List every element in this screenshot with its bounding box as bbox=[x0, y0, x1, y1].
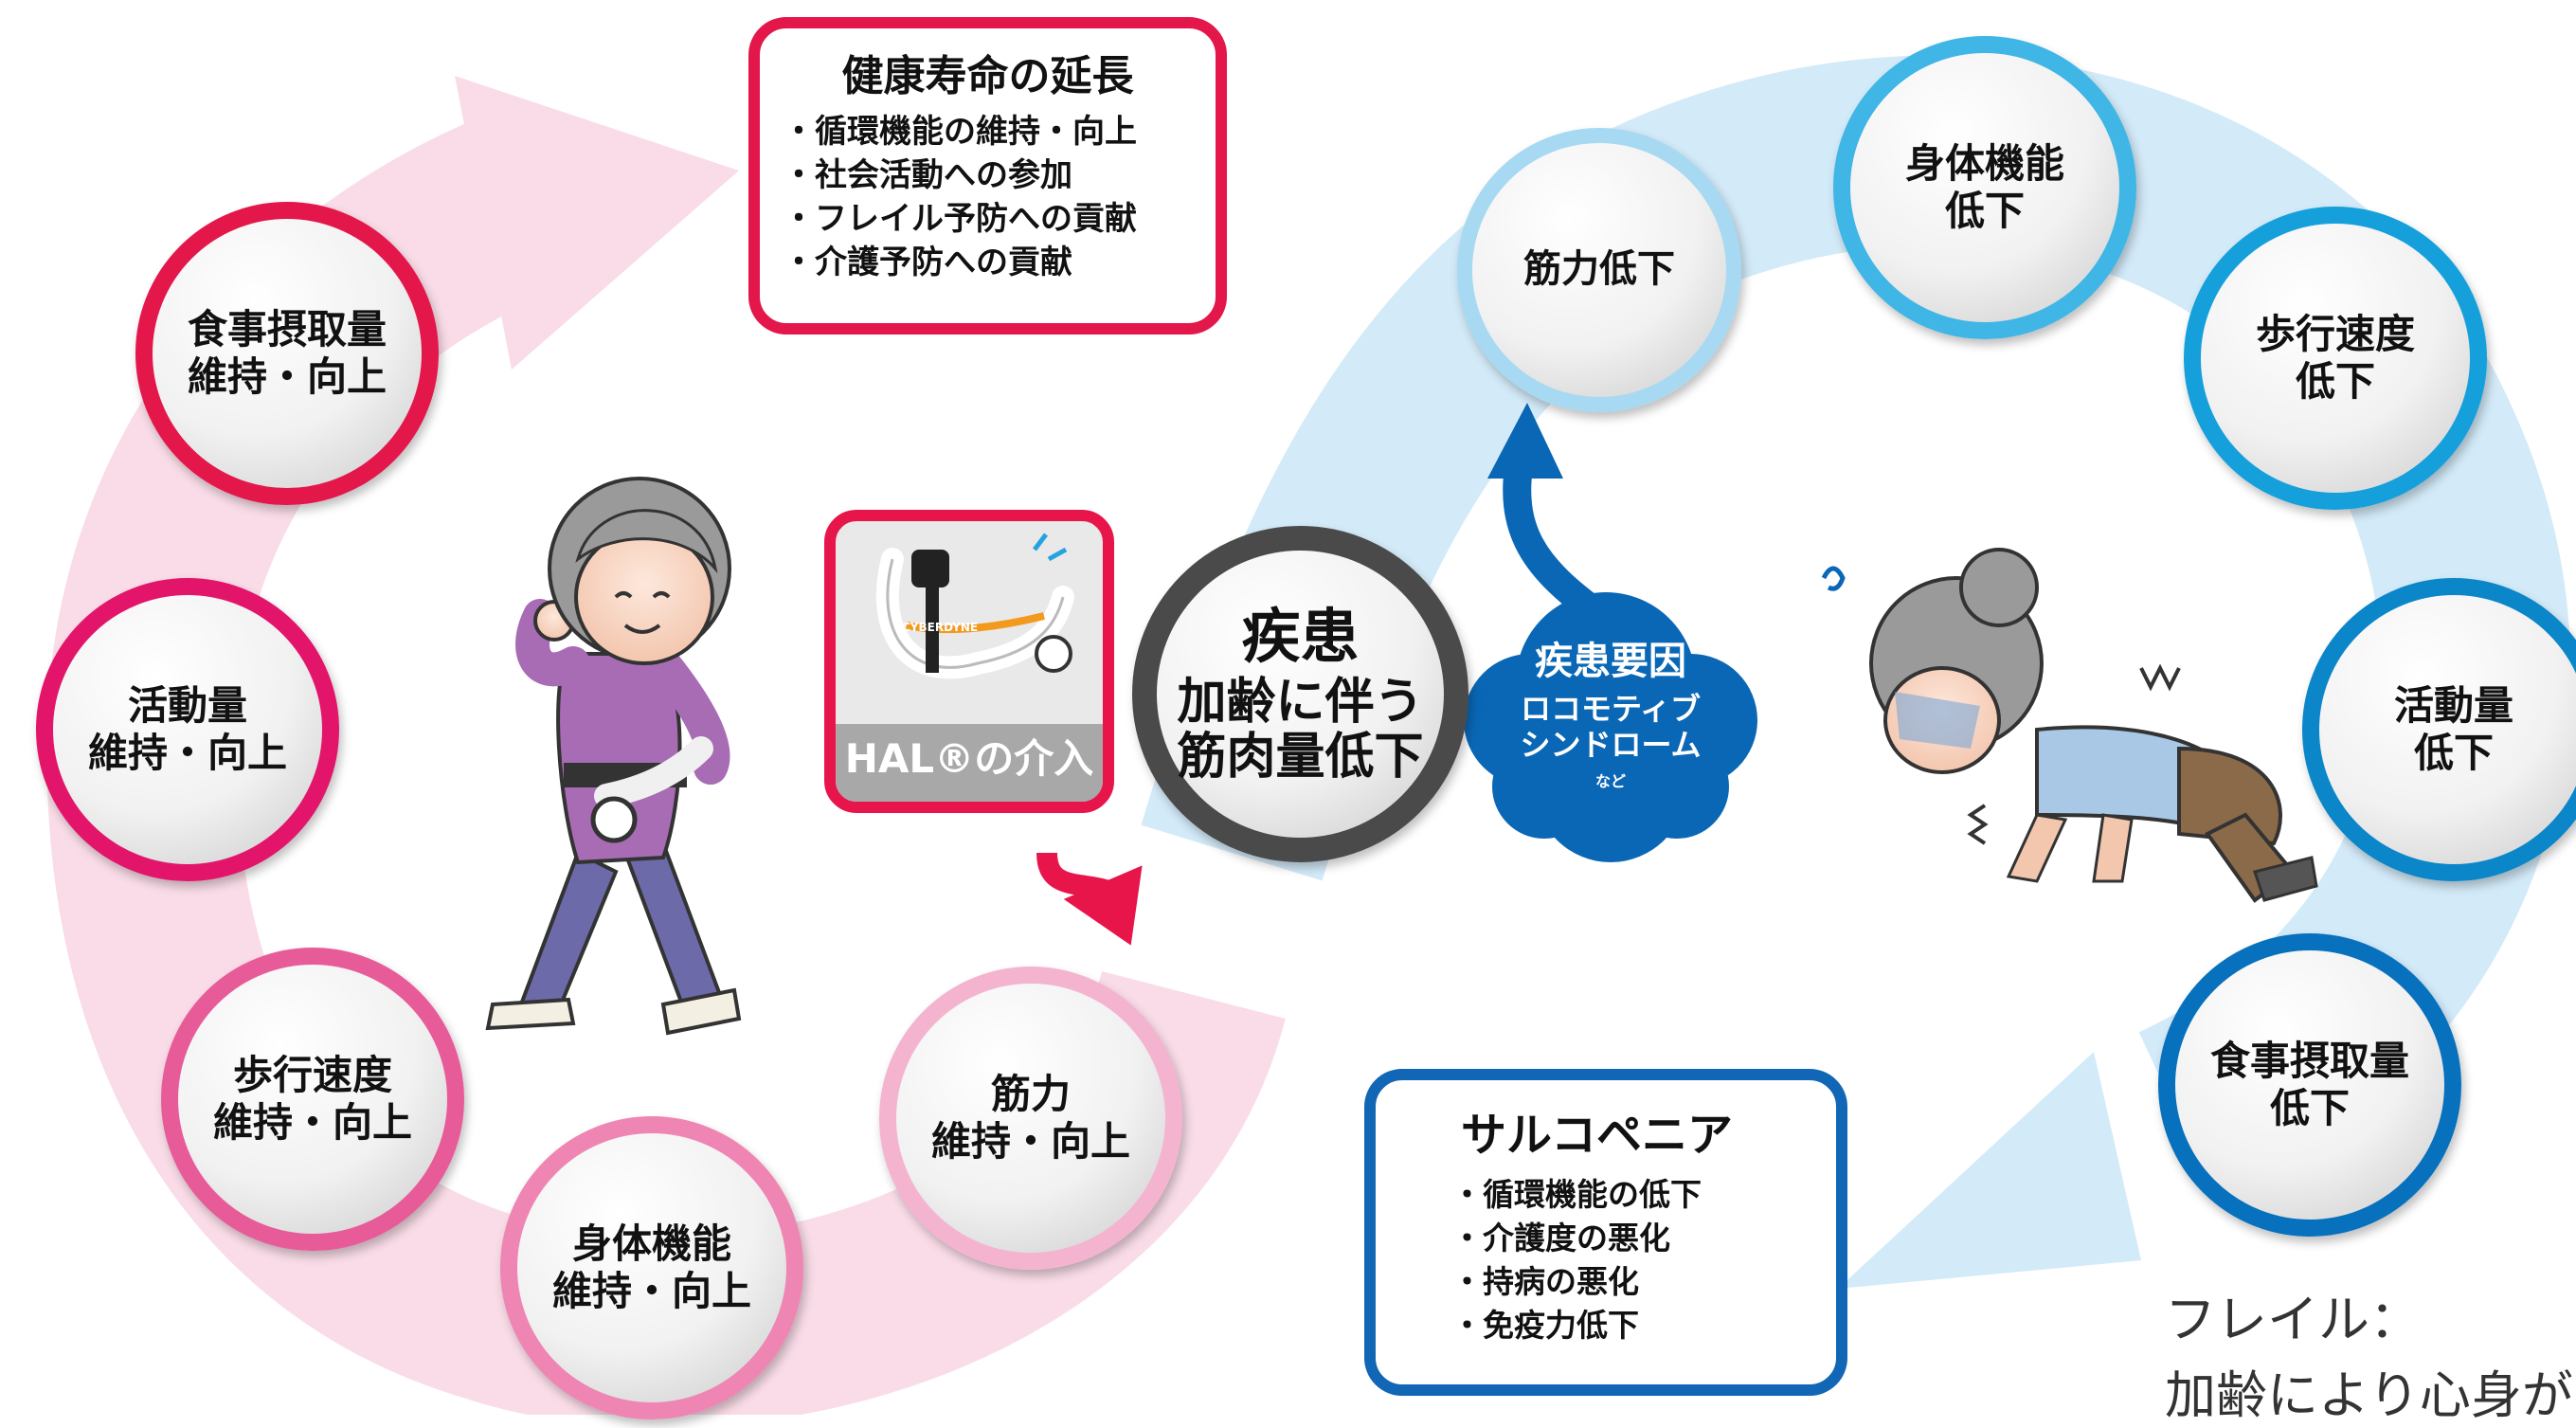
node-line: 維持・向上 bbox=[87, 730, 287, 776]
hal-intervention-card: CYBERDYNE HAL®の介入 bbox=[824, 510, 1114, 813]
health-box-list: 循環機能の維持・向上 社会活動への参加 フレイル予防への貢献 介護予防への貢献 bbox=[783, 110, 1216, 284]
health-box-title: 健康寿命の延長 bbox=[841, 52, 1134, 100]
center-line: 筋肉量低下 bbox=[1177, 729, 1424, 786]
negative-cycle-node-activity: 活動量 低下 bbox=[2302, 578, 2576, 881]
negative-cycle-node-muscle-decline: 筋力低下 bbox=[1457, 128, 1741, 412]
hal-brand: CYBERDYNE bbox=[902, 621, 978, 634]
hal-label: HAL®の介入 bbox=[844, 735, 1094, 782]
cloud-title: 疾患要因 bbox=[1535, 640, 1686, 683]
sarcopenia-box-item: 介護度の悪化 bbox=[1451, 1217, 1836, 1260]
positive-cycle-node-muscle-strength: 筋力 維持・向上 bbox=[879, 967, 1182, 1270]
health-box-item: 社会活動への参加 bbox=[783, 154, 1216, 197]
frail-note-heading: フレイル： bbox=[2165, 1290, 2421, 1349]
positive-cycle-node-physical-function: 身体機能 維持・向上 bbox=[500, 1116, 803, 1419]
negative-cycle-node-physical-function: 身体機能 低下 bbox=[1833, 36, 2136, 339]
hal-label-bar bbox=[836, 724, 1103, 802]
node-line: 低下 bbox=[2269, 1085, 2350, 1131]
disease-factor-cloud: 疾患要因 ロコモティブ シンドローム など bbox=[1497, 630, 1724, 791]
positive-cycle-node-walking-speed: 歩行速度 維持・向上 bbox=[161, 948, 464, 1251]
cloud-line: シンドローム bbox=[1520, 727, 1702, 763]
negative-cycle-node-food-intake: 食事摂取量 低下 bbox=[2158, 933, 2461, 1237]
hal-pointer-arrow bbox=[1036, 852, 1143, 946]
node-line: 筋力低下 bbox=[1523, 247, 1675, 292]
node-line: 歩行速度 bbox=[2255, 311, 2415, 358]
node-line: 活動量 bbox=[2393, 682, 2513, 730]
center-disease-circle: 疾患 加齢に伴う 筋肉量低下 bbox=[1132, 526, 1468, 862]
fatigued-elderly-woman-illustration bbox=[1821, 548, 2318, 903]
node-line: 食事摂取量 bbox=[187, 306, 387, 353]
node-line: 筋力 bbox=[990, 1071, 1071, 1118]
walking-elderly-woman-illustration bbox=[485, 477, 742, 1036]
sarcopenia-box-item: 持病の悪化 bbox=[1451, 1260, 1836, 1304]
sarcopenia-box-title: サルコペニア bbox=[1461, 1109, 1734, 1162]
node-line: 維持・向上 bbox=[930, 1118, 1130, 1165]
disease-cloud-shape bbox=[1464, 592, 1757, 862]
cloud-line: ロコモティブ bbox=[1520, 691, 1702, 727]
node-line: 維持・向上 bbox=[551, 1268, 751, 1314]
cloud-note: など bbox=[1594, 772, 1626, 790]
sarcopenia-box-item: 免疫力低下 bbox=[1451, 1304, 1836, 1347]
negative-cycle-node-walking-speed: 歩行速度 低下 bbox=[2184, 207, 2487, 510]
health-box-item: 循環機能の維持・向上 bbox=[783, 110, 1216, 154]
hal-device-illustration: CYBERDYNE bbox=[875, 533, 1074, 679]
node-line: 低下 bbox=[2413, 730, 2494, 776]
health-extension-box: 健康寿命の延長 循環機能の維持・向上 社会活動への参加 フレイル予防への貢献 介… bbox=[748, 17, 1227, 334]
sarcopenia-box-list: 循環機能の低下 介護度の悪化 持病の悪化 免疫力低下 bbox=[1451, 1173, 1836, 1347]
positive-cycle-node-activity: 活動量 維持・向上 bbox=[36, 578, 339, 881]
sarcopenia-box-item: 循環機能の低下 bbox=[1451, 1173, 1836, 1217]
health-box-item: 介護予防への貢献 bbox=[783, 241, 1216, 284]
center-title: 疾患 bbox=[1241, 601, 1360, 671]
node-line: 身体機能 bbox=[571, 1220, 731, 1268]
node-line: 歩行速度 bbox=[232, 1052, 392, 1099]
health-box-item: フレイル予防への貢献 bbox=[783, 197, 1216, 241]
positive-cycle-node-food-intake: 食事摂取量 維持・向上 bbox=[135, 202, 439, 505]
node-line: 身体機能 bbox=[1904, 140, 2064, 188]
node-line: 維持・向上 bbox=[187, 353, 387, 400]
node-line: 低下 bbox=[1944, 188, 2025, 234]
center-line: 加齢に伴う bbox=[1177, 673, 1424, 731]
node-line: 食事摂取量 bbox=[2209, 1038, 2409, 1085]
node-line: 低下 bbox=[2295, 358, 2375, 405]
node-line: 活動量 bbox=[127, 682, 247, 730]
frail-note-text: 加齢により心身が bbox=[2165, 1365, 2573, 1425]
sarcopenia-box: サルコペニア 循環機能の低下 介護度の悪化 持病の悪化 免疫力低下 bbox=[1364, 1069, 1847, 1396]
node-line: 維持・向上 bbox=[212, 1099, 412, 1146]
